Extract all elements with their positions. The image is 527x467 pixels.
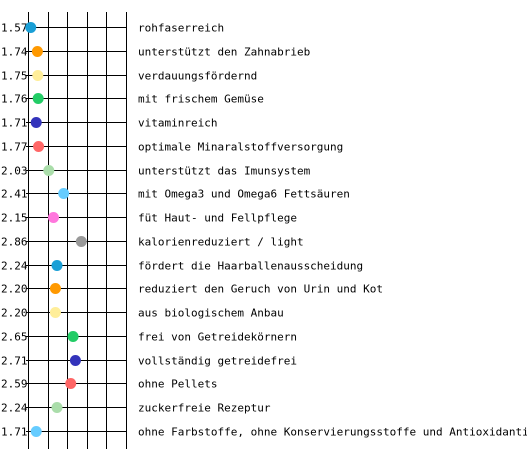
- row-value-label: 2.20: [1, 307, 28, 320]
- row-feature-label: verdauungsfördernd: [138, 70, 257, 83]
- row-value-label: 2.24: [1, 260, 28, 273]
- row-feature-label: unterstützt den Zahnabrieb: [138, 46, 310, 59]
- row-value-label: 2.03: [1, 165, 28, 178]
- data-point: [33, 141, 45, 152]
- row-value-label: 2.15: [1, 212, 28, 225]
- row-feature-label: unterstützt das Imunsystem: [138, 165, 311, 178]
- data-point: [30, 117, 42, 128]
- row-feature-label: mit frischem Gemüse: [138, 93, 264, 106]
- row-feature-label: vitaminreich: [138, 117, 217, 130]
- row-feature-label: frei von Getreidekörnern: [138, 331, 297, 344]
- row-value-label: 1.76: [1, 93, 28, 106]
- row-feature-label: füt Haut- und Fellpflege: [138, 212, 297, 225]
- data-point: [31, 46, 43, 57]
- data-point: [51, 402, 63, 413]
- row-value-label: 2.41: [1, 188, 28, 201]
- row-feature-label: aus biologischem Anbau: [138, 307, 284, 320]
- data-point: [49, 307, 61, 318]
- row-value-label: 2.65: [1, 331, 28, 344]
- row-value-label: 2.71: [1, 355, 28, 368]
- row-feature-label: optimale Minaralstoffversorgung: [138, 141, 343, 154]
- data-point: [75, 236, 87, 247]
- row-feature-label: reduziert den Geruch von Urin und Kot: [138, 283, 383, 296]
- data-point: [49, 283, 61, 294]
- row-feature-label: vollständig getreidefrei: [138, 355, 297, 368]
- row-feature-label: zuckerfreie Rezeptur: [138, 402, 271, 415]
- data-point: [47, 212, 59, 223]
- row-value-label: 2.20: [1, 283, 28, 296]
- row-value-label: 1.71: [1, 117, 28, 130]
- row-feature-label: kalorienreduziert / light: [138, 236, 304, 249]
- data-point: [30, 426, 42, 437]
- row-feature-label: ohne Farbstoffe, ohne Konservierungsstof…: [138, 426, 527, 439]
- data-point: [43, 165, 55, 176]
- data-point: [32, 93, 44, 104]
- row-value-label: 1.71: [1, 426, 28, 439]
- data-point: [51, 260, 63, 271]
- row-feature-label: mit Omega3 und Omega6 Fettsäuren: [138, 188, 350, 201]
- data-point: [32, 70, 44, 81]
- row-value-label: 1.77: [1, 141, 28, 154]
- row-value-label: 1.57: [1, 22, 28, 35]
- row-value-label: 1.74: [1, 46, 28, 59]
- data-point: [25, 22, 37, 33]
- data-point: [58, 188, 70, 199]
- row-value-label: 1.75: [1, 70, 28, 83]
- data-point: [69, 355, 81, 366]
- row-value-label: 2.59: [1, 378, 28, 391]
- data-point: [67, 331, 79, 342]
- row-feature-label: fördert die Haarballenausscheidung: [138, 260, 363, 273]
- row-value-label: 2.86: [1, 236, 28, 249]
- row-value-label: 2.24: [1, 402, 28, 415]
- row-feature-label: ohne Pellets: [138, 378, 217, 391]
- data-point: [65, 378, 77, 389]
- row-feature-label: rohfaserreich: [138, 22, 224, 35]
